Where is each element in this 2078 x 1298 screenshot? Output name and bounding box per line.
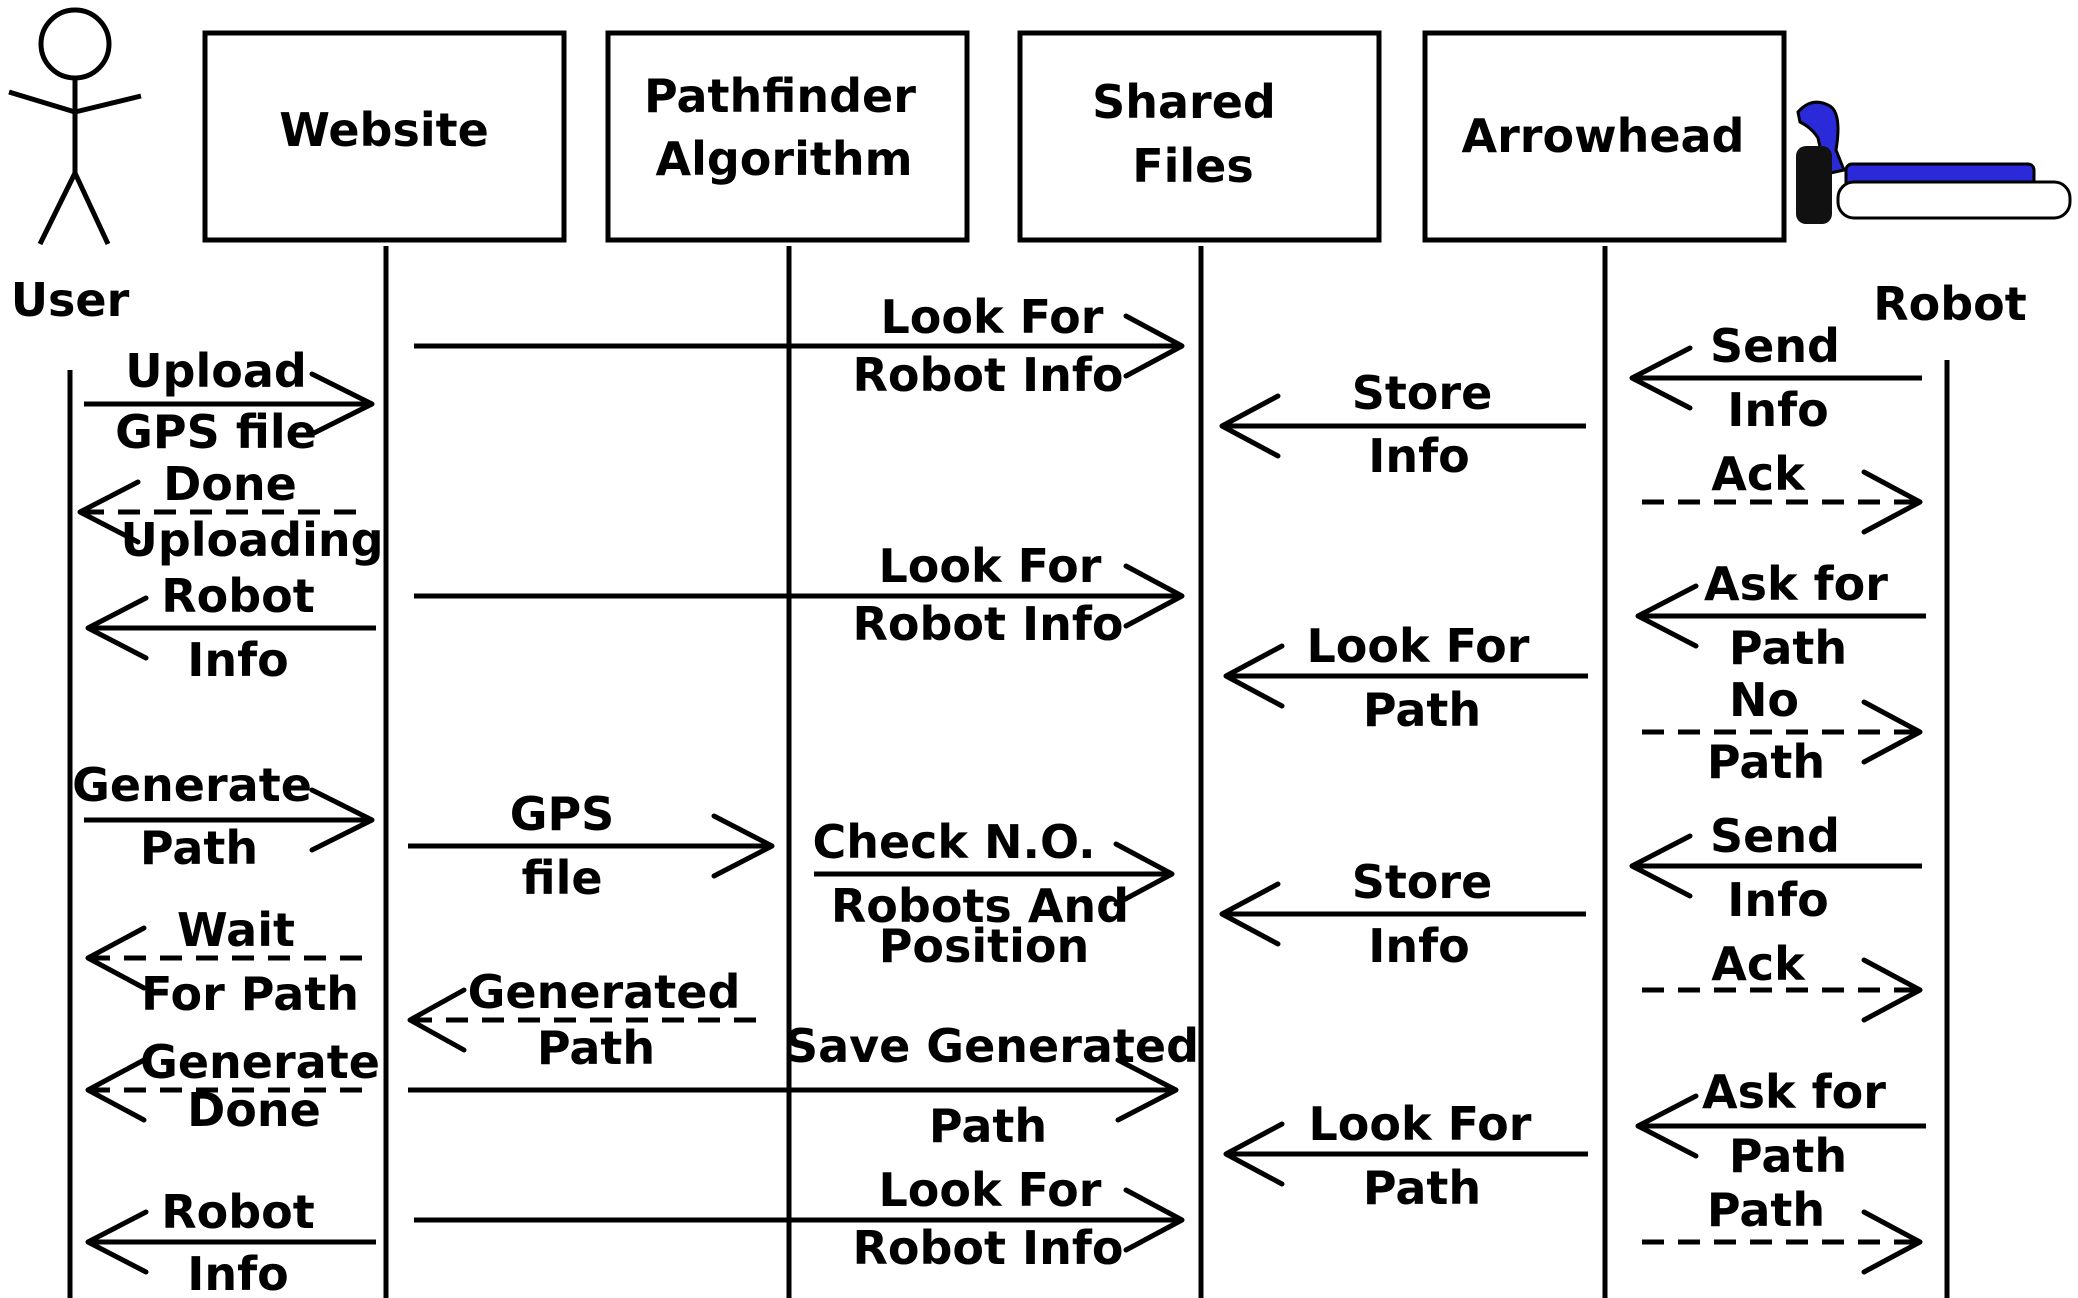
message-generate-done: Generate Done [85, 1035, 380, 1137]
shared-files-box [1017, 30, 1382, 243]
svg-text:file: file [521, 851, 602, 905]
user-actor-icon [8, 7, 142, 246]
svg-text:Path: Path [1729, 621, 1847, 675]
svg-text:Look For: Look For [1309, 1097, 1532, 1151]
svg-text:Store: Store [1352, 855, 1493, 909]
message-gps-file: GPS file [408, 787, 775, 905]
svg-text:Path: Path [1707, 1183, 1825, 1237]
svg-text:Path: Path [1729, 1129, 1847, 1183]
message-send-info-2: Send Info [1629, 809, 1922, 927]
svg-text:Info: Info [1727, 383, 1828, 437]
svg-text:Send: Send [1710, 319, 1840, 373]
svg-text:Ack: Ack [1711, 447, 1806, 501]
message-look-for-path-1: Look For Path [1223, 619, 1588, 737]
svg-text:Info: Info [1368, 429, 1469, 483]
svg-text:Robot: Robot [161, 569, 315, 623]
svg-text:Path: Path [1363, 1161, 1481, 1215]
robot-mower-icon [1796, 100, 2072, 224]
shared-label-2: Files [1132, 139, 1254, 193]
robot-label: Robot [1873, 277, 2027, 331]
svg-text:Info: Info [1368, 919, 1469, 973]
message-wait-for-path: Wait For Path [85, 903, 368, 1021]
svg-text:Robot Info: Robot Info [852, 597, 1123, 651]
svg-text:Done: Done [163, 457, 297, 511]
message-look-for-path-2: Look For Path [1223, 1097, 1588, 1215]
svg-text:Look For: Look For [879, 539, 1102, 593]
svg-text:Generate: Generate [72, 758, 312, 812]
pathfinder-box [605, 30, 970, 243]
svg-text:Store: Store [1352, 366, 1493, 420]
message-generated-path: Generated Path [407, 965, 766, 1075]
svg-text:Robot: Robot [161, 1185, 315, 1239]
pathfinder-label-2: Algorithm [655, 132, 912, 186]
message-check-robots-position: Check N.O. Robots And Position [812, 815, 1175, 973]
message-look-for-robot-info-1: Look For Robot Info [414, 290, 1185, 402]
message-send-info-1: Send Info [1629, 319, 1922, 437]
message-look-for-robot-info-3: Look For Robot Info [414, 1163, 1185, 1275]
message-upload-gps-file: Upload GPS file [84, 344, 375, 459]
svg-text:Generate: Generate [140, 1035, 380, 1089]
svg-text:Info: Info [187, 633, 288, 687]
message-ask-for-path-1: Ask for Path [1635, 557, 1926, 675]
svg-text:Info: Info [187, 1247, 288, 1298]
svg-text:GPS file: GPS file [115, 405, 317, 459]
website-label: Website [279, 103, 489, 157]
svg-text:Look For: Look For [881, 290, 1104, 344]
svg-text:Save Generated: Save Generated [785, 1019, 1199, 1073]
svg-text:Info: Info [1727, 873, 1828, 927]
svg-text:Look For: Look For [879, 1163, 1102, 1217]
message-ack-1: Ack [1642, 447, 1923, 535]
svg-text:Path: Path [140, 821, 258, 875]
svg-text:GPS: GPS [510, 787, 615, 841]
shared-label-1: Shared [1092, 75, 1276, 129]
message-path-response: Path [1642, 1183, 1923, 1275]
svg-text:Wait: Wait [177, 903, 295, 957]
message-ack-2: Ack [1642, 937, 1923, 1023]
svg-text:Position: Position [879, 919, 1090, 973]
svg-text:Robot Info: Robot Info [852, 1221, 1123, 1275]
svg-text:Ask for: Ask for [1704, 557, 1888, 611]
svg-text:Done: Done [187, 1083, 321, 1137]
website-box [202, 30, 567, 243]
svg-text:Send: Send [1710, 809, 1840, 863]
arrowhead-label: Arrowhead [1462, 109, 1745, 163]
svg-text:Robot Info: Robot Info [852, 348, 1123, 402]
svg-text:For Path: For Path [141, 967, 359, 1021]
svg-text:No: No [1729, 673, 1799, 727]
svg-text:Ask for: Ask for [1702, 1065, 1886, 1119]
message-robot-info-1: Robot Info [85, 569, 376, 687]
pathfinder-label-1: Pathfinder [644, 69, 916, 123]
message-generate-path: Generate Path [72, 758, 375, 875]
user-label: User [11, 273, 130, 327]
svg-text:Path: Path [1363, 683, 1481, 737]
message-done-uploading: Done Uploading [77, 457, 384, 567]
message-store-info-1: Store Info [1219, 366, 1586, 483]
svg-text:Uploading: Uploading [120, 513, 383, 567]
svg-text:Path: Path [929, 1099, 1047, 1153]
svg-text:Check N.O.: Check N.O. [812, 815, 1095, 869]
svg-text:Path: Path [537, 1021, 655, 1075]
svg-text:Ack: Ack [1711, 937, 1806, 991]
message-robot-info-2: Robot Info [85, 1185, 376, 1298]
svg-text:Path: Path [1707, 735, 1825, 789]
svg-text:Generated: Generated [468, 965, 741, 1019]
message-ask-for-path-2: Ask for Path [1635, 1065, 1926, 1183]
message-look-for-robot-info-2: Look For Robot Info [414, 539, 1185, 651]
arrowhead-box [1422, 30, 1787, 243]
message-save-generated-path: Save Generated Path [408, 1019, 1199, 1153]
svg-text:Robots And: Robots And [831, 879, 1129, 933]
message-no-path: No Path [1642, 673, 1923, 789]
svg-text:Look For: Look For [1307, 619, 1530, 673]
message-store-info-2: Store Info [1219, 855, 1586, 973]
svg-text:Upload: Upload [125, 344, 307, 398]
